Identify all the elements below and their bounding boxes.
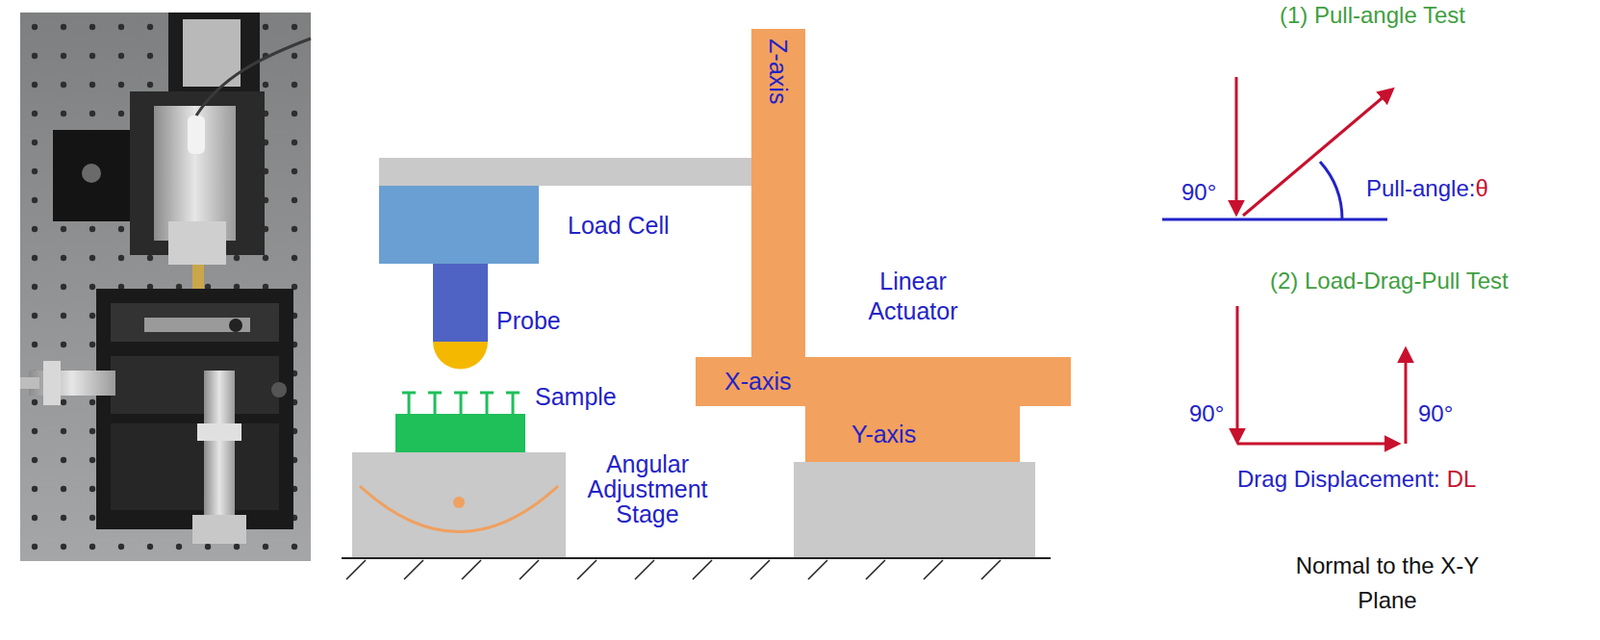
- part-label: Sample: [534, 382, 617, 411]
- part-label: Linear Actuator: [844, 266, 982, 327]
- displacement-symbol: DL: [1447, 465, 1477, 493]
- test-title: (2) Load-Drag-Pull Test: [1269, 267, 1509, 295]
- angle-label: 90°: [1418, 400, 1453, 428]
- axis-label: Z-axis: [764, 38, 793, 104]
- part-label: Probe: [496, 306, 561, 335]
- pivot-dot: [453, 496, 465, 508]
- angle-symbol: θ: [1474, 175, 1488, 203]
- axis-bar: X-axis: [695, 356, 1071, 407]
- axis-bar: Z-axis: [751, 28, 806, 357]
- axis-label: X-axis: [724, 367, 791, 396]
- test-title: (1) Pull-angle Test: [1279, 1, 1466, 29]
- axis-label: Y-axis: [851, 420, 916, 449]
- ground-hatch: [346, 559, 1001, 580]
- axis-bar: Y-axis: [805, 406, 1020, 462]
- probe: [432, 263, 488, 343]
- setup-photo: [20, 12, 311, 561]
- angle-arc: [359, 485, 559, 533]
- part-label: Load Cell: [567, 211, 670, 240]
- part-label: Angular Adjustment Stage: [580, 451, 715, 527]
- ground-line: [341, 557, 1051, 559]
- sample: [395, 413, 526, 453]
- angle-label: 90°: [1181, 178, 1217, 206]
- load-cell: [379, 185, 539, 264]
- angle-label: 90°: [1189, 400, 1224, 428]
- actuator-base: [793, 461, 1036, 559]
- note: Normal to the X-Y Plane: [1291, 548, 1484, 618]
- angular-stage: [352, 452, 566, 559]
- support-arm: [379, 157, 755, 186]
- probe-tip: [432, 341, 488, 370]
- pillars: [402, 392, 520, 415]
- angle-label: Pull-angle:: [1366, 175, 1475, 203]
- test-diagrams: [1162, 76, 1406, 444]
- displacement-label: Drag Displacement:: [1237, 465, 1441, 493]
